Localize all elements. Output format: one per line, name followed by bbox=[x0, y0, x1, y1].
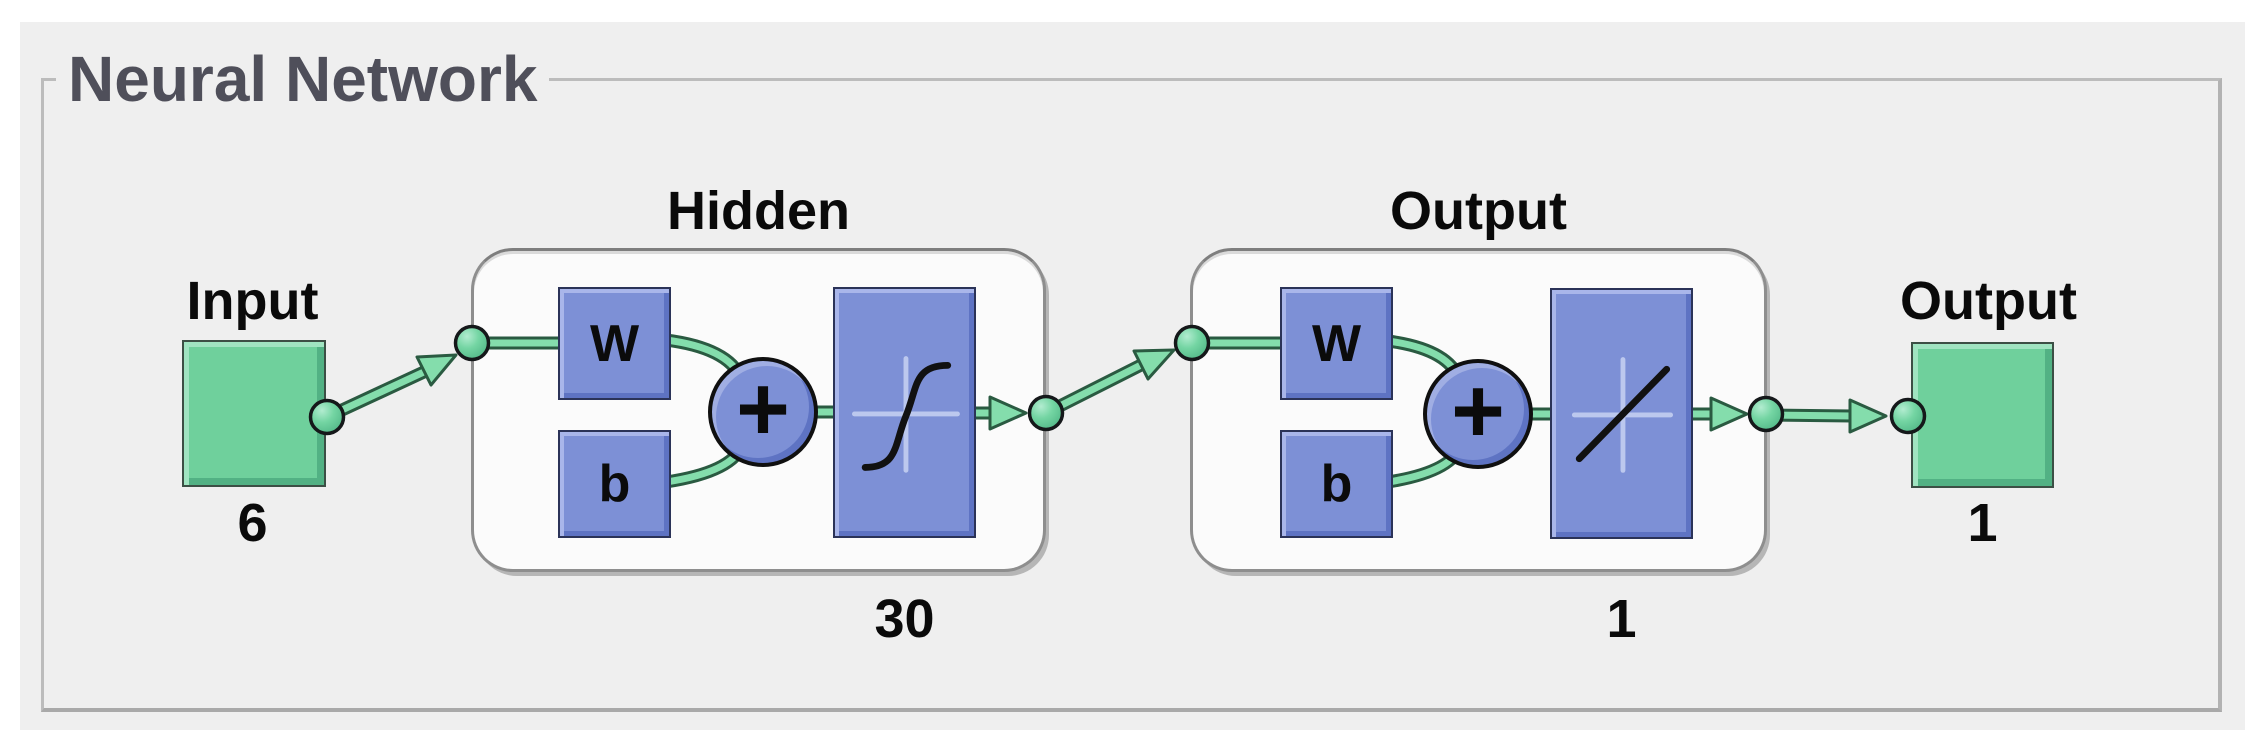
bias-label: b bbox=[598, 455, 631, 513]
output-layer-size-label: 1 bbox=[1606, 589, 1637, 649]
output-transfer-function-block bbox=[1550, 288, 1693, 539]
bias-label: b bbox=[1320, 455, 1353, 513]
input-block bbox=[182, 340, 326, 487]
plus-icon: + bbox=[1451, 360, 1505, 462]
hidden-weight-block: W bbox=[558, 287, 671, 400]
output-block bbox=[1911, 342, 2054, 488]
hidden-bias-block: b bbox=[558, 430, 671, 538]
output-label: Output bbox=[1900, 271, 2077, 331]
panel-title: Neural Network bbox=[56, 42, 550, 116]
weight-label: W bbox=[1311, 314, 1362, 373]
output-size-label: 1 bbox=[1967, 493, 1998, 553]
output-bias-block: b bbox=[1280, 430, 1393, 538]
sigmoid-transfer-icon bbox=[852, 356, 960, 473]
hidden-layer-label: Hidden bbox=[667, 181, 850, 241]
hidden-transfer-function-block bbox=[833, 287, 976, 538]
output-layer-label: Output bbox=[1390, 181, 1567, 241]
input-size-label: 6 bbox=[237, 493, 268, 553]
neural-network-groupbox bbox=[41, 78, 2222, 712]
output-weight-block: W bbox=[1280, 287, 1393, 400]
linear-transfer-icon bbox=[1571, 357, 1674, 473]
input-label: Input bbox=[186, 271, 319, 331]
hidden-sum-junction: + bbox=[708, 357, 818, 467]
weight-label: W bbox=[589, 314, 640, 373]
hidden-layer-size-label: 30 bbox=[874, 589, 935, 649]
plus-icon: + bbox=[736, 358, 790, 460]
output-sum-junction: + bbox=[1423, 359, 1533, 469]
